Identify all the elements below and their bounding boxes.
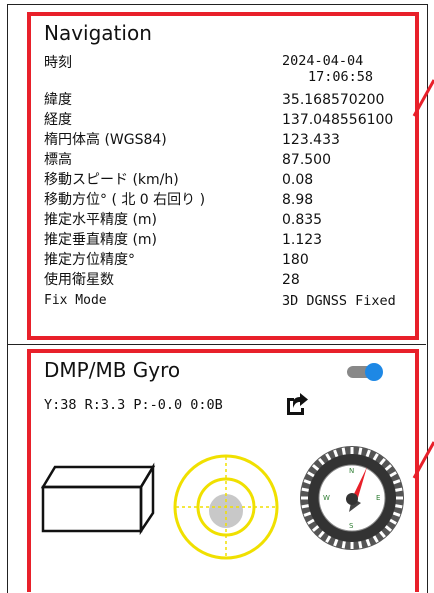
value-fix-mode: 3D DGNSS Fixed (282, 293, 396, 309)
value-vertical-accuracy: 1.123 (282, 232, 323, 248)
row-vertical-accuracy: 推定垂直精度 (m) 1.123 (44, 230, 403, 250)
compass-tick (303, 479, 312, 485)
value-ellipsoid-height: 123.433 (282, 132, 340, 148)
compass-tick (389, 518, 397, 525)
navigation-card: Navigation 時刻 2024-04-04 17:06:58 緯度 35.… (27, 12, 419, 340)
compass-tick (365, 538, 371, 547)
gyro-toggle-switch[interactable] (347, 363, 383, 381)
compass-tick (311, 464, 320, 471)
compass-tick (341, 447, 346, 455)
label-speed: 移動スピード (km/h) (44, 172, 179, 188)
compass-tick (325, 535, 332, 543)
compass-tick (311, 525, 320, 532)
compass-tick (358, 541, 363, 549)
row-ellipsoid-height: 楕円体高 (WGS84) 123.433 (44, 130, 403, 150)
compass-tick (372, 535, 379, 543)
label-fix-mode: Fix Mode (44, 293, 107, 308)
label-satellites: 使用衛星数 (44, 272, 114, 288)
toggle-knob (365, 363, 383, 381)
share-export-icon[interactable] (284, 391, 310, 417)
attitude-box-icon (40, 462, 156, 536)
compass-e: E (376, 494, 380, 502)
compass-tick (301, 504, 309, 509)
compass-s: S (349, 522, 354, 530)
value-longitude: 137.048556100 (282, 112, 394, 128)
gyro-status-text: Y:38 R:3.3 P:-0.0 0:0B (44, 397, 223, 413)
value-heading: 8.98 (282, 192, 314, 208)
compass-w: W (323, 494, 330, 502)
value-altitude: 87.500 (282, 152, 331, 168)
row-longitude: 経度 137.048556100 (44, 110, 403, 130)
value-speed: 0.08 (282, 172, 314, 188)
gyro-title: DMP/MB Gyro (44, 358, 181, 382)
label-heading-accuracy: 推定方位精度° (44, 252, 135, 268)
compass-tick (358, 447, 363, 455)
value-clock: 17:06:58 (308, 69, 374, 85)
value-horizontal-accuracy: 0.835 (282, 212, 323, 228)
compass-tick (392, 511, 401, 517)
compass-tick (318, 530, 325, 539)
compass-tick (392, 479, 401, 485)
compass-tick (379, 457, 386, 466)
row-time: 時刻 2024-04-04 17:06:58 (44, 53, 403, 89)
label-latitude: 緯度 (44, 92, 72, 108)
row-fix-mode: Fix Mode 3D DGNSS Fixed (44, 291, 403, 311)
compass-tick (395, 504, 403, 509)
navigation-title: Navigation (44, 21, 152, 45)
compass-tick (325, 453, 332, 461)
label-altitude: 標高 (44, 152, 72, 168)
gyro-visualization: N E S W (40, 446, 404, 560)
row-horizontal-accuracy: 推定水平精度 (m) 0.835 (44, 210, 403, 230)
compass-icon: N E S W (300, 446, 404, 550)
compass-tick (307, 518, 315, 525)
compass-tick (395, 487, 403, 492)
row-satellites: 使用衛星数 28 (44, 270, 403, 290)
compass-tick (384, 525, 393, 532)
label-horizontal-accuracy: 推定水平精度 (m) (44, 212, 158, 228)
compass-tick (303, 511, 312, 517)
outer-frame (7, 4, 428, 593)
compass-tick (301, 487, 309, 492)
compass-tick (384, 464, 393, 471)
row-heading: 移動方位° ( 北 0 右回り ) 8.98 (44, 190, 403, 210)
row-altitude: 標高 87.500 (44, 150, 403, 170)
compass-tick (365, 449, 371, 458)
compass-tick (379, 530, 386, 539)
compass-tick (341, 541, 346, 549)
gyro-card: DMP/MB Gyro Y:38 R:3.3 P:-0.0 0:0B N (27, 349, 419, 592)
row-heading-accuracy: 推定方位精度° 180 (44, 250, 403, 270)
compass-needle (352, 467, 367, 501)
compass-tick (372, 453, 379, 461)
value-heading-accuracy: 180 (282, 252, 309, 268)
label-time: 時刻 (44, 55, 72, 71)
label-longitude: 経度 (44, 112, 72, 128)
compass-tick (389, 471, 397, 478)
level-bubble-indicator (173, 454, 279, 560)
label-heading: 移動方位° ( 北 0 右回り ) (44, 192, 206, 208)
compass-tick (307, 471, 315, 478)
value-date: 2024-04-04 (282, 53, 364, 69)
row-latitude: 緯度 35.168570200 (44, 90, 403, 110)
value-satellites: 28 (282, 272, 300, 288)
label-ellipsoid-height: 楕円体高 (WGS84) (44, 132, 167, 148)
row-speed: 移動スピード (km/h) 0.08 (44, 170, 403, 190)
label-vertical-accuracy: 推定垂直精度 (m) (44, 232, 158, 248)
value-time: 2024-04-04 17:06:58 (282, 53, 373, 85)
compass-n: N (349, 467, 354, 475)
compass-tick (318, 457, 325, 466)
compass-tick (333, 538, 339, 547)
value-latitude: 35.168570200 (282, 92, 385, 108)
compass-tick (333, 449, 339, 458)
section-divider (7, 344, 426, 345)
